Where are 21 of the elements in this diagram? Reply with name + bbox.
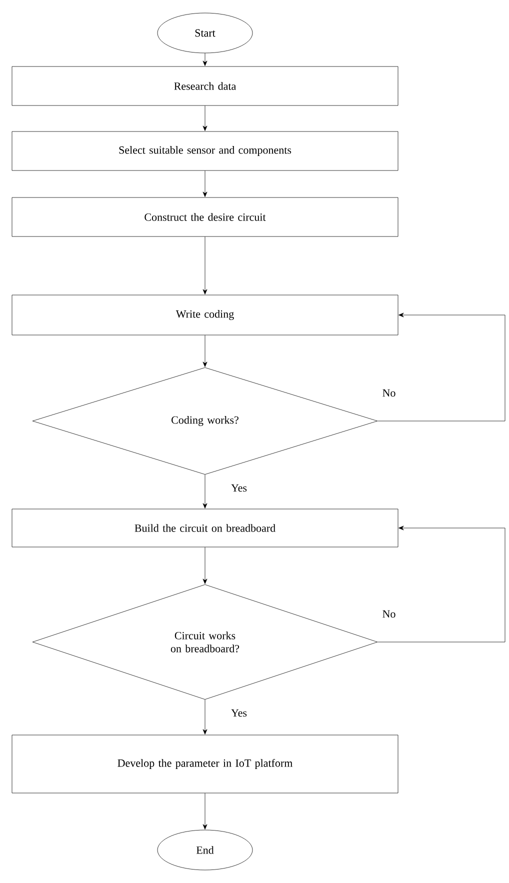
arrow xyxy=(202,170,208,197)
arrow xyxy=(202,236,208,294)
process-box: Select suitable sensor and components xyxy=(12,131,398,171)
arrow xyxy=(202,547,208,584)
edge-label: Yes xyxy=(230,708,248,718)
edge-label: Yes xyxy=(230,483,248,493)
arrow xyxy=(202,106,208,131)
arrow xyxy=(202,700,208,734)
edge-label: No xyxy=(381,609,397,619)
process-box: Construct the desire circuit xyxy=(12,197,398,237)
arrow xyxy=(202,335,208,367)
edge-label: No xyxy=(381,388,397,398)
arrow xyxy=(202,793,208,830)
process-box: Write coding xyxy=(12,294,398,336)
process-box: Build the circuit on breadboard xyxy=(12,508,398,548)
process-box: Develop the parameter in IoT platform xyxy=(12,734,398,794)
arrow xyxy=(378,526,506,642)
arrow xyxy=(202,53,208,66)
process-box: Research data xyxy=(12,66,398,106)
arrow xyxy=(202,474,208,508)
arrow xyxy=(378,312,506,422)
